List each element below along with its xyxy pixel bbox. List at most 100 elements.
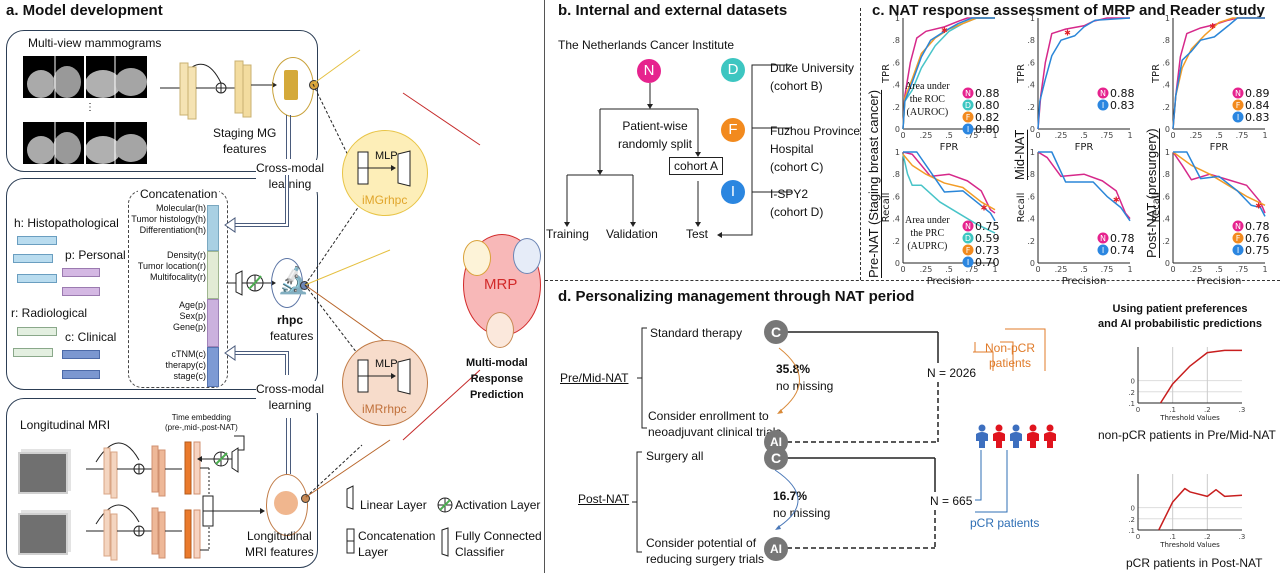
- label-line: no missing: [773, 506, 831, 520]
- label-line: (pre-,mid-,post-NAT): [165, 423, 238, 432]
- longitudinal-mri-label: Longitudinal MRI: [20, 418, 111, 432]
- label-line: Multi-modal: [466, 357, 528, 369]
- label-line: (cohort D): [770, 205, 824, 219]
- x-tick-label: 0: [1035, 265, 1040, 274]
- series-line-N: [902, 17, 995, 130]
- legend-badge-letter: I: [967, 125, 969, 134]
- linear-activation: [226, 270, 276, 296]
- concat-item: Age(p): [178, 300, 206, 310]
- x-tick-label: .2: [1204, 533, 1211, 541]
- mrp-label: MRP: [484, 276, 518, 293]
- y-axis-label: TPR: [1016, 64, 1027, 84]
- legend-badge-letter: N: [965, 222, 971, 231]
- label-line: Non-pCR: [985, 341, 1036, 355]
- legend-badge-letter: I: [1237, 113, 1239, 122]
- mri-volume-image: [18, 452, 68, 494]
- x-tick-label: .1: [1169, 406, 1176, 414]
- y-axis-label: TPR: [881, 64, 892, 84]
- cross-modal-arrows: [224, 175, 289, 375]
- label-line: Concatenation: [358, 529, 436, 543]
- panel-d-title: d. Personalizing management through NAT …: [558, 288, 915, 305]
- microscope-icon: 🔬: [277, 265, 310, 295]
- group-clinical: c: Clinical: [65, 330, 117, 344]
- label-line: Staging MG: [213, 126, 277, 140]
- label-line: Area under: [905, 215, 950, 226]
- pcr-label: pCR patients: [970, 516, 1040, 530]
- prefs-title: Using patient preferences and AI probabi…: [1098, 302, 1262, 332]
- y-tick-label: 1: [1030, 14, 1035, 23]
- mrp-mammogram-icon: [463, 240, 491, 276]
- concat-item: Molecular(h): [155, 203, 206, 213]
- reader-point: ✱: [1255, 201, 1262, 210]
- legend-badge-N: [962, 87, 974, 99]
- y-tick-label: .2: [892, 103, 900, 112]
- legend-activation-icon: [437, 497, 453, 513]
- legend-auc-value: 0.82: [975, 111, 1000, 124]
- y-tick-label: 1: [895, 148, 900, 157]
- mri-scanner-icon: [274, 491, 298, 515]
- legend-badge-I: [1097, 99, 1109, 111]
- legend-auc-value: 0.75: [975, 220, 1000, 233]
- legend-auc-value: 0.78: [1245, 220, 1270, 233]
- imgrhpc-label: iMGrhpc: [362, 193, 408, 207]
- n-665-label: N = 665: [930, 494, 973, 508]
- cohort-a-box: cohort A: [669, 157, 724, 175]
- legend-badge-letter: I: [1237, 246, 1239, 255]
- concat-items-h: Molecular(h) Tumor histology(h) Differen…: [126, 203, 206, 236]
- enrollment-label: Consider enrollment to neoadjuvant clini…: [648, 408, 781, 440]
- label-line: randomly split: [617, 137, 693, 151]
- x-axis-label: FPR: [940, 142, 959, 153]
- patient-head: [1012, 424, 1020, 432]
- percent-value: 35.8%: [776, 362, 811, 376]
- concat-items-r: Density(r) Tumor location(r) Multifocali…: [126, 250, 206, 283]
- patient-body: [1010, 432, 1022, 448]
- legend-badge-letter: N: [965, 89, 971, 98]
- cohort-badge-d: D: [721, 58, 745, 82]
- reader-point: ✱: [941, 26, 948, 35]
- auprc-note: Area under the PRC (AUPRC): [905, 214, 950, 253]
- x-tick-label: 1: [1127, 131, 1132, 140]
- concat-block-p: [207, 299, 219, 347]
- concat-item: stage(c): [173, 371, 206, 381]
- label-line: no missing: [776, 379, 834, 393]
- panel-divider: [544, 0, 545, 573]
- y-axis-label: TPR: [1151, 64, 1162, 84]
- pcr-chart-caption: pCR patients in Post-NAT: [1126, 556, 1263, 570]
- feature-bar-r: [17, 327, 57, 336]
- surgery-all-label: Surgery all: [646, 449, 704, 463]
- legend-badge-letter: D: [965, 234, 971, 243]
- mammogram-image: [23, 122, 147, 164]
- x-tick-label: 0: [1035, 131, 1040, 140]
- legend-badge-letter: F: [966, 246, 971, 255]
- series-line-F: [1172, 151, 1266, 206]
- legend-badge-letter: N: [1100, 234, 1106, 243]
- y-tick-label: .8: [892, 170, 900, 179]
- concat-block-h: [207, 205, 219, 251]
- y-tick-label: .4: [1162, 215, 1170, 224]
- test-label: Test: [686, 227, 709, 241]
- management-flow: [632, 327, 1046, 553]
- legend-badge-letter: D: [965, 101, 971, 110]
- rhpc-box: [6, 178, 318, 390]
- legend-badge-F: [962, 111, 974, 123]
- legend-auc-value: 0.83: [1110, 99, 1135, 112]
- concat-item: Tumor histology(h): [131, 214, 206, 224]
- legend-fc-icon: [441, 527, 449, 557]
- y-tick-label: .6: [892, 192, 900, 201]
- x-tick-label: .3: [1239, 533, 1246, 541]
- series-line-net benefit: [1159, 349, 1242, 404]
- y-tick-label: .8: [892, 36, 900, 45]
- split-label: Patient-wise randomly split: [610, 117, 700, 153]
- y-tick-label: 0: [1165, 259, 1170, 268]
- y-tick-label: 1: [1165, 14, 1170, 23]
- x-tick-label: .5: [945, 131, 953, 140]
- x-tick-label: .3: [1239, 406, 1246, 414]
- mammogram-image: [23, 56, 147, 98]
- cohort-badge-n: N: [637, 59, 661, 83]
- validation-label: Validation: [606, 227, 658, 241]
- label-line: the PRC: [910, 228, 945, 239]
- legend-linear: Linear Layer: [360, 498, 427, 512]
- label-line: Fully Connected: [455, 529, 542, 543]
- label-line: Duke University: [770, 61, 855, 75]
